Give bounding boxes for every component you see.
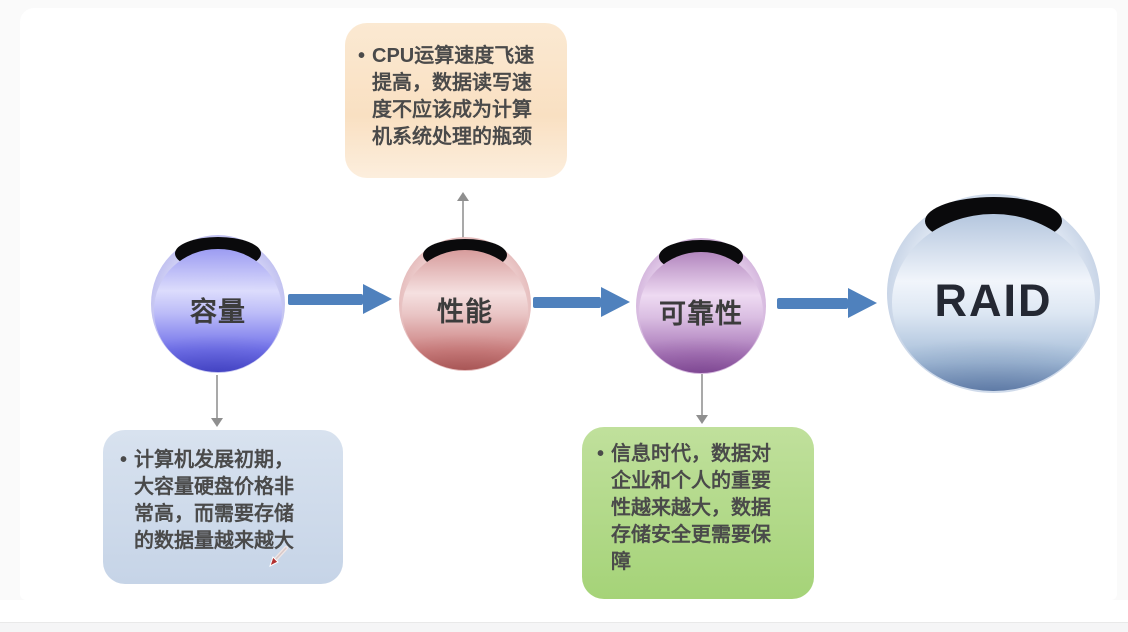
node-raid-label: RAID — [934, 275, 1053, 327]
callout-reliability-text: 信息时代，数据对企业和个人的重要性越来越大，数据存储安全更需要保障 — [611, 443, 772, 573]
frame-bottom-strip — [0, 622, 1128, 632]
connector-capacity-down — [210, 375, 224, 427]
flow-arrow-reliability-to-raid — [777, 288, 877, 318]
node-performance-label: 性能 — [436, 296, 493, 327]
node-performance: 性能 — [399, 237, 531, 371]
laser-pointer-cursor — [266, 545, 292, 571]
arrow-down-icon — [211, 418, 223, 427]
callout-performance-text: CPU运算速度飞速提高，数据读写速度不应该成为计算机系统处理的瓶颈 — [372, 45, 535, 148]
arrow-up-icon — [457, 192, 469, 201]
arrow-right-icon — [363, 284, 392, 314]
connector-reliability-down — [695, 374, 709, 424]
node-capacity: 容量 — [151, 235, 285, 373]
callout-reliability-note: • 信息时代，数据对企业和个人的重要性越来越大，数据存储安全更需要保障 — [582, 427, 814, 599]
callout-capacity-text: 计算机发展初期，大容量硬盘价格非常高，而需要存储的数据量越来越大 — [134, 449, 295, 552]
bullet-icon: • — [597, 443, 605, 465]
node-capacity-label: 容量 — [189, 296, 246, 327]
callout-capacity-note: • 计算机发展初期，大容量硬盘价格非常高，而需要存储的数据量越来越大 — [103, 430, 343, 584]
flow-arrow-performance-to-reliability — [533, 287, 630, 317]
callout-performance-note: • CPU运算速度飞速提高，数据读写速度不应该成为计算机系统处理的瓶颈 — [345, 23, 567, 178]
slide-canvas: • CPU运算速度飞速提高，数据读写速度不应该成为计算机系统处理的瓶颈 容量 性… — [20, 8, 1117, 600]
node-reliability: 可靠性 — [636, 238, 766, 374]
node-raid: RAID — [887, 194, 1100, 393]
arrow-down-icon — [696, 415, 708, 424]
connector-performance-up — [456, 192, 470, 238]
node-reliability-label: 可靠性 — [659, 298, 743, 329]
bullet-icon: • — [358, 45, 366, 67]
frame-bottom-gap — [0, 600, 1128, 622]
arrow-right-icon — [848, 288, 877, 318]
arrow-right-icon — [601, 287, 630, 317]
bullet-icon: • — [120, 449, 128, 471]
flow-arrow-capacity-to-performance — [288, 284, 392, 314]
